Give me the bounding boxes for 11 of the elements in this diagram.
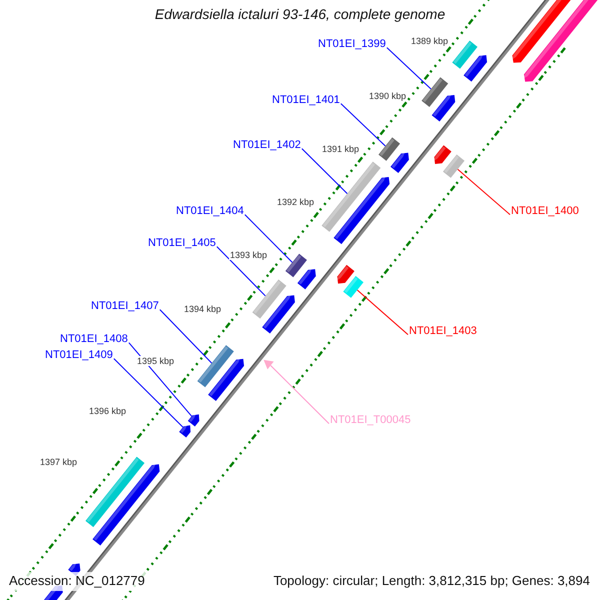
scale-label: 1394 kbp — [183, 304, 222, 314]
scale-label: 1395 kbp — [136, 356, 176, 366]
scale-label: 1396 kbp — [88, 406, 128, 416]
scale-label: 1390 kbp — [368, 91, 408, 102]
scale-label: 1391 kbp — [321, 144, 360, 154]
scale-label: 1389 kbp — [410, 36, 450, 46]
scale-label: 1393 kbp — [229, 250, 268, 260]
genome-info-text: Topology: circular; Length: 3,812,315 bp; Genes: 3,894 — [273, 574, 590, 589]
scale-label: 1397 kbp — [39, 457, 78, 468]
title: Edwardsiella ictaluri 93-146, complete genome — [154, 6, 446, 22]
scale-label: 1392 kbp — [276, 197, 316, 208]
